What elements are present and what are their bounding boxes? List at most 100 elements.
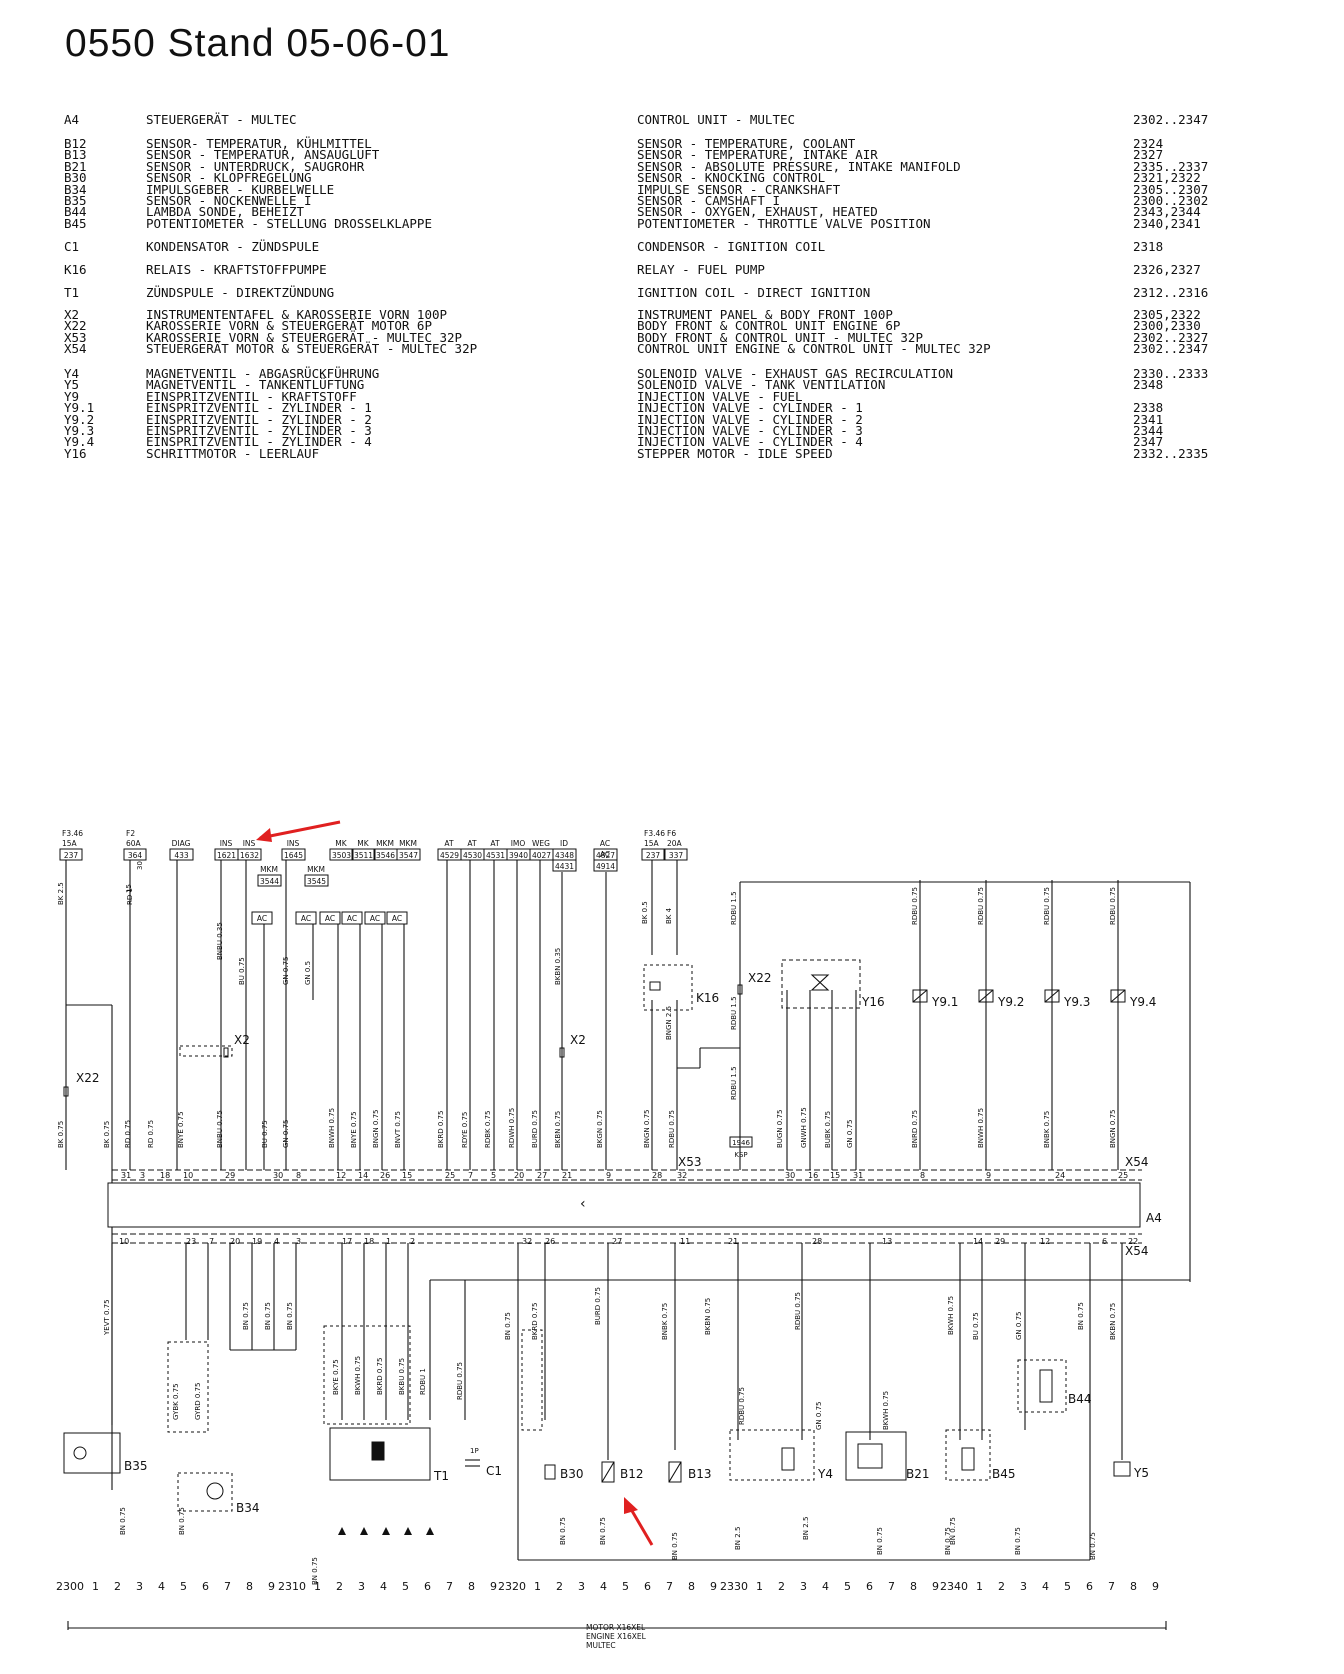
ruler-digit: 6 bbox=[202, 1580, 209, 1593]
wire-label: BN 0.75 bbox=[1089, 1532, 1097, 1560]
legend-english: INJECTION VALVE - FUEL bbox=[637, 388, 803, 404]
wire-label: BN 0.75 bbox=[119, 1507, 127, 1535]
legend-code: X22 bbox=[64, 318, 87, 334]
connector-pin-number: 6 bbox=[1102, 1237, 1107, 1246]
ruler-digit: 8 bbox=[688, 1580, 695, 1593]
sensor-icon bbox=[206, 1482, 224, 1500]
legend-german: SCHRITTMOTOR - LEERLAUF bbox=[146, 445, 320, 461]
wire-label: BURD 0.75 bbox=[531, 1110, 539, 1148]
ruler-digit: 6 bbox=[644, 1580, 651, 1593]
ruler-digit: 5 bbox=[180, 1580, 187, 1593]
legend-english: INJECTION VALVE - CYLINDER - 2 bbox=[637, 411, 863, 427]
wire-label: GN 0.75 bbox=[1015, 1312, 1023, 1340]
ac-label: AC bbox=[257, 914, 267, 923]
ksp-label: KSP bbox=[734, 1151, 747, 1159]
wire-label: GN 0.75 bbox=[282, 957, 290, 985]
ruler-digit: 4 bbox=[822, 1580, 829, 1593]
connector-pin-number: 3 bbox=[296, 1237, 301, 1246]
group-label: WEG bbox=[532, 839, 550, 848]
wire-label: RDBU 0.75 bbox=[911, 887, 919, 925]
a4-control-unit bbox=[107, 1182, 1141, 1228]
connector-pin-number: 26 bbox=[545, 1237, 555, 1246]
legend-ref: 2338 bbox=[1133, 400, 1164, 416]
legend-german: EINSPRITZVENTIL - ZYLINDER - 1 bbox=[146, 400, 372, 416]
legend-ref: 2300,2330 bbox=[1133, 318, 1201, 334]
legend-code: X2 bbox=[64, 307, 80, 322]
legend-english: BODY FRONT & CONTROL UNIT - MULTEC 32P bbox=[637, 329, 923, 345]
footer-text: MULTEC bbox=[586, 1641, 616, 1650]
legend-ref: 2327 bbox=[1133, 147, 1164, 163]
connector-pin-number: 24 bbox=[1055, 1171, 1065, 1180]
legend-english: INJECTION VALVE - CYLINDER - 3 bbox=[637, 423, 863, 438]
wire-label: BN 0.75 bbox=[876, 1527, 884, 1555]
connector-box bbox=[396, 848, 421, 861]
group-label: MK bbox=[357, 839, 369, 848]
legend-ref: 2321,2322 bbox=[1133, 170, 1201, 186]
connector-number: 4529 bbox=[440, 851, 459, 860]
wire-label: RD 0.75 bbox=[147, 1120, 155, 1148]
ruler-digit: 7 bbox=[1108, 1580, 1115, 1593]
component-label: Y9.2 bbox=[997, 995, 1024, 1009]
capacitor-value: 1P bbox=[470, 1447, 479, 1455]
spark-arrow bbox=[360, 1527, 368, 1535]
wire-label: BN 0.75 bbox=[944, 1527, 952, 1555]
ac-label: AC bbox=[301, 914, 311, 923]
group-label: AT bbox=[467, 839, 477, 848]
connector-number: 433 bbox=[174, 851, 189, 860]
wire-label: RDYE 0.75 bbox=[461, 1112, 469, 1148]
ac-box bbox=[295, 911, 317, 925]
fuse-box bbox=[123, 848, 147, 861]
connector-number: 3545 bbox=[307, 877, 326, 886]
legend-ref: 2347 bbox=[1133, 434, 1164, 450]
wire-label: BN 0.75 bbox=[311, 1557, 319, 1585]
ruler-digit: 2 bbox=[336, 1580, 343, 1593]
connector-pin-number: 16 bbox=[808, 1171, 818, 1180]
wire-label: RDBU 0.75 bbox=[794, 1292, 802, 1330]
b35-sensor bbox=[63, 1432, 121, 1474]
connector-pin-number: 9 bbox=[986, 1171, 991, 1180]
fuse-number: 337 bbox=[669, 851, 684, 860]
wire-label: BKBN 0.75 bbox=[554, 1111, 562, 1148]
legend-code: Y5 bbox=[64, 377, 80, 393]
legend-code: B30 bbox=[64, 170, 87, 186]
temperature-sensor bbox=[601, 1461, 615, 1483]
connector-pin-number: 31 bbox=[121, 1171, 131, 1180]
legend-english: RELAY - FUEL PUMP bbox=[637, 262, 765, 277]
component-label: B12 bbox=[620, 1467, 644, 1481]
injector-icon bbox=[978, 989, 994, 1003]
ruler-digit: 2 bbox=[778, 1580, 785, 1593]
component-label: Y16 bbox=[861, 995, 885, 1009]
component-label: B45 bbox=[992, 1467, 1016, 1481]
connector-label: X2 bbox=[570, 1033, 586, 1047]
connector-pin-number: 18 bbox=[364, 1237, 374, 1246]
ruler-digit: 9 bbox=[932, 1580, 939, 1593]
ruler-digit: 1 bbox=[92, 1580, 99, 1593]
b45-throttle-pot bbox=[945, 1429, 991, 1481]
connector-number: 3547 bbox=[399, 851, 418, 860]
group-label: ID bbox=[560, 839, 568, 848]
wire-label: BNGN 0.75 bbox=[372, 1109, 380, 1148]
y4-egr-valve bbox=[729, 1429, 815, 1481]
legend-ref: 2348 bbox=[1133, 377, 1164, 393]
ac-label: AC bbox=[370, 914, 380, 923]
fuse-box bbox=[641, 848, 665, 861]
wire-label: RDBU 1.5 bbox=[730, 891, 738, 925]
wire-label: BNVT 0.75 bbox=[394, 1111, 402, 1148]
group-label: AC bbox=[600, 839, 610, 848]
ruler-digit: 3 bbox=[136, 1580, 143, 1593]
legend-german: STEUERGERÄT - MULTEC bbox=[146, 112, 297, 127]
connector-pin-number: 5 bbox=[491, 1171, 496, 1180]
sheet-ref: 2340 bbox=[940, 1580, 968, 1593]
connector-box bbox=[281, 848, 306, 861]
connector-pin-number: 14 bbox=[358, 1171, 368, 1180]
component-label: B30 bbox=[560, 1467, 584, 1481]
ruler-digit: 1 bbox=[976, 1580, 983, 1593]
k16-relay bbox=[643, 964, 693, 1011]
injector-icon bbox=[1110, 989, 1126, 1003]
knock-sensor bbox=[544, 1464, 556, 1480]
ksp-box bbox=[729, 1136, 753, 1148]
wire-label: BUBK 0.75 bbox=[824, 1111, 832, 1148]
connector-pin-number: 3 bbox=[140, 1171, 145, 1180]
sensor-diagonal bbox=[668, 1461, 682, 1483]
